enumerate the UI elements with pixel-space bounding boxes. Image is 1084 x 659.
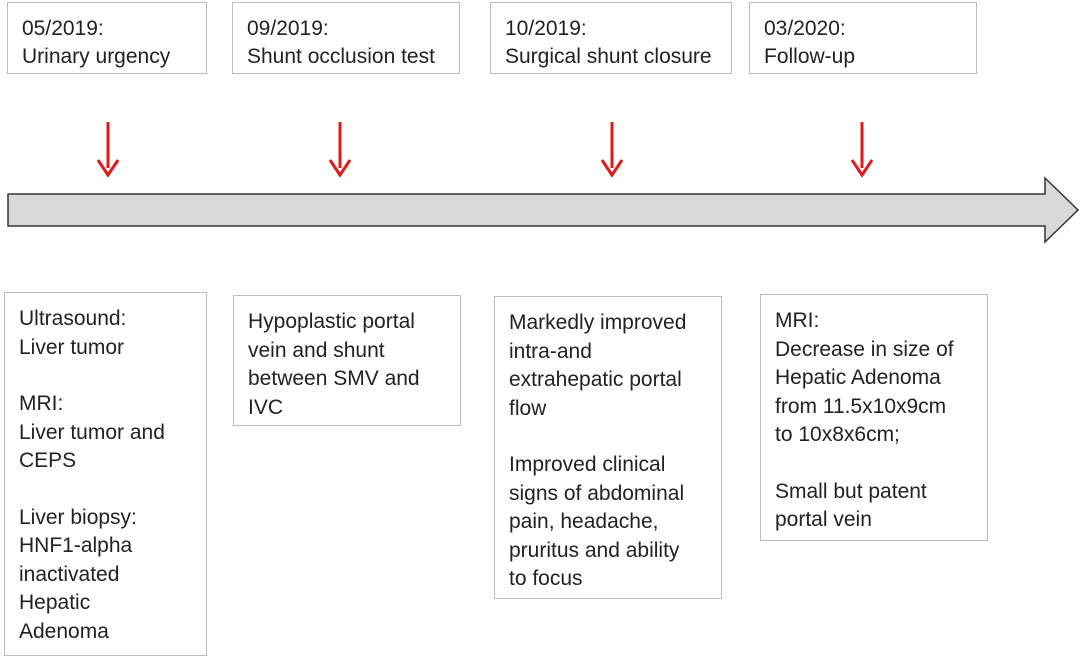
detail-paragraph: Small but patent portal vein (775, 478, 977, 535)
detail-line: pain, headache, (509, 510, 659, 533)
event-title: Urinary urgency (22, 45, 171, 68)
detail-line: Hepatic Adenoma (775, 366, 941, 389)
detail-line: between SMV and (248, 367, 420, 390)
detail-box-3: Markedly improved intra-and extrahepatic… (494, 296, 722, 599)
marker-arrow-2 (328, 122, 352, 178)
detail-line: Improved clinical (509, 453, 666, 476)
detail-line: portal vein (775, 508, 872, 531)
detail-line: flow (509, 396, 547, 420)
event-box-3: 10/2019: Surgical shunt closure (490, 2, 732, 74)
detail-paragraph: MRI: Decrease in size of Hepatic Adenoma… (775, 307, 977, 450)
event-box-4: 03/2020: Follow-up (749, 2, 977, 74)
detail-line: MRI: (775, 309, 820, 332)
detail-paragraph: Liver biopsy: HNF1-alpha inactivated Hep… (19, 504, 196, 647)
detail-line: Liver biopsy: (19, 505, 137, 529)
detail-line: MRI: (19, 392, 64, 415)
detail-line: Markedly improved (509, 311, 687, 334)
detail-box-2: Hypoplastic portal vein and shunt betwee… (233, 295, 461, 426)
detail-line: Adenoma (19, 619, 109, 643)
detail-paragraph: Hypoplastic portal vein and shunt betwee… (248, 308, 450, 422)
event-date: 10/2019: (505, 17, 587, 40)
timeline-arrow (7, 176, 1080, 244)
event-title: Shunt occlusion test (247, 45, 435, 68)
marker-arrow-1 (96, 122, 120, 178)
detail-line: Hypoplastic portal (248, 310, 415, 333)
marker-arrow-3 (600, 122, 624, 178)
detail-line: to 10x8x6cm; (775, 423, 900, 446)
detail-paragraph: Markedly improved intra-and extrahepatic… (509, 309, 711, 423)
detail-line: from 11.5x10x9cm (775, 394, 947, 418)
marker-arrow-4 (850, 122, 874, 178)
detail-line: IVC (248, 395, 284, 419)
detail-line: Ultrasound: (19, 307, 127, 330)
event-date: 05/2019: (22, 17, 104, 40)
detail-line: Liver tumor and (19, 420, 165, 444)
detail-line: CEPS (19, 449, 77, 472)
detail-line: to focus (509, 567, 583, 590)
detail-paragraph: Improved clinical signs of abdominal pai… (509, 451, 711, 594)
detail-line: Hepatic (19, 591, 91, 614)
detail-line: pruritus and ability (509, 538, 680, 562)
detail-line: Decrease in size of (775, 337, 954, 361)
event-box-1: 05/2019: Urinary urgency (7, 2, 207, 74)
detail-paragraph: Ultrasound: Liver tumor (19, 305, 196, 362)
detail-line: Liver tumor (19, 335, 125, 359)
detail-line: intra-and (509, 339, 592, 363)
event-date: 09/2019: (247, 17, 329, 40)
detail-box-1: Ultrasound: Liver tumor MRI: Liver tumor… (4, 292, 207, 656)
event-box-2: 09/2019: Shunt occlusion test (232, 2, 460, 74)
event-date: 03/2020: (764, 17, 846, 40)
detail-line: extrahepatic portal (509, 368, 682, 391)
detail-line: vein and shunt (248, 338, 385, 362)
detail-line: signs of abdominal (509, 481, 685, 505)
detail-line: HNF1-alpha (19, 534, 133, 557)
event-title: Follow-up (764, 45, 856, 68)
detail-box-4: MRI: Decrease in size of Hepatic Adenoma… (760, 294, 988, 541)
detail-line: Small but patent (775, 479, 927, 503)
event-title: Surgical shunt closure (505, 45, 712, 68)
detail-line: inactivated (19, 562, 120, 586)
detail-paragraph: MRI: Liver tumor and CEPS (19, 390, 196, 476)
